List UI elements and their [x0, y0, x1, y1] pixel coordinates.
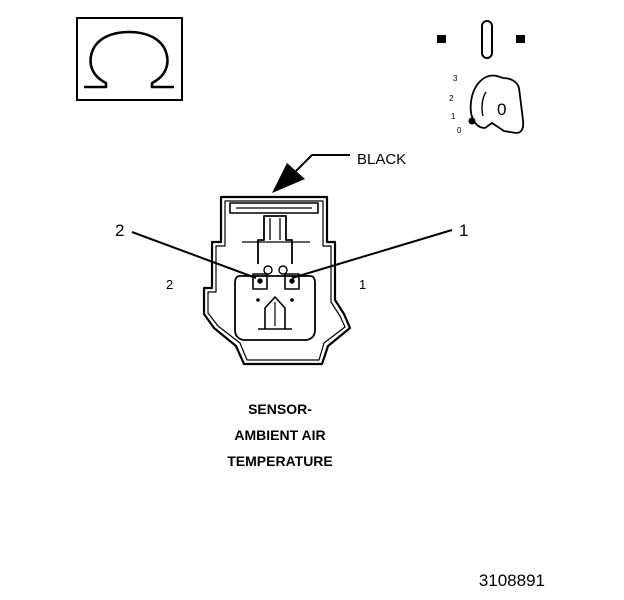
key-head-icon: [469, 74, 525, 134]
cavity-number-2: 2: [166, 277, 173, 292]
color-callout: BLACK: [272, 151, 406, 193]
mount-dot-right: [290, 298, 294, 302]
mount-dot-left: [256, 298, 260, 302]
connector-color-label: BLACK: [357, 151, 406, 168]
cavity-1-pin: [289, 278, 295, 284]
title-line-2: AMBIENT AIR: [234, 427, 325, 443]
indicator-bar: [481, 20, 493, 59]
key-post-right: [278, 265, 288, 275]
color-arrow-head: [272, 163, 305, 193]
omega-icon: [84, 30, 174, 89]
callout-2-number: 2: [115, 221, 124, 240]
title-line-1: SENSOR-: [248, 401, 312, 417]
callout-1-line: [291, 229, 453, 279]
callout-2-line: [131, 231, 257, 279]
switch-position-2: 2: [449, 94, 454, 103]
ohmmeter-symbol: [76, 17, 183, 101]
locking-tab: [257, 215, 293, 264]
indicator-square-left: [437, 35, 446, 43]
cavity-1-terminal: [284, 273, 300, 290]
key-slot-icon: [481, 91, 487, 117]
indicator-square-right: [516, 35, 525, 43]
cavity-2-pin: [257, 278, 263, 284]
cavity-number-1: 1: [359, 277, 366, 292]
callout-1-number: 1: [459, 221, 468, 240]
connector-inner-housing: [207, 200, 346, 361]
color-leader-line: [295, 154, 350, 172]
switch-position-marker: [468, 117, 476, 125]
ohmmeter-frame: [76, 17, 183, 101]
figure-id: 3108891: [479, 571, 545, 590]
lock-bar-outer: [229, 202, 319, 214]
ignition-switch-icon: 3 2 1 0 0: [437, 20, 525, 135]
switch-position-0: 0: [457, 126, 462, 135]
switch-position-3: 3: [453, 74, 458, 83]
polarization-key: [264, 296, 286, 329]
key-post-left: [263, 265, 273, 275]
connector-outer-housing: [202, 195, 352, 366]
switch-position-1: 1: [451, 112, 456, 121]
title-line-3: TEMPERATURE: [227, 453, 333, 469]
cavity-2-terminal: [252, 273, 268, 290]
key-label: 0: [497, 100, 506, 119]
connector-face: [202, 195, 352, 366]
cavity-area: [234, 275, 316, 341]
